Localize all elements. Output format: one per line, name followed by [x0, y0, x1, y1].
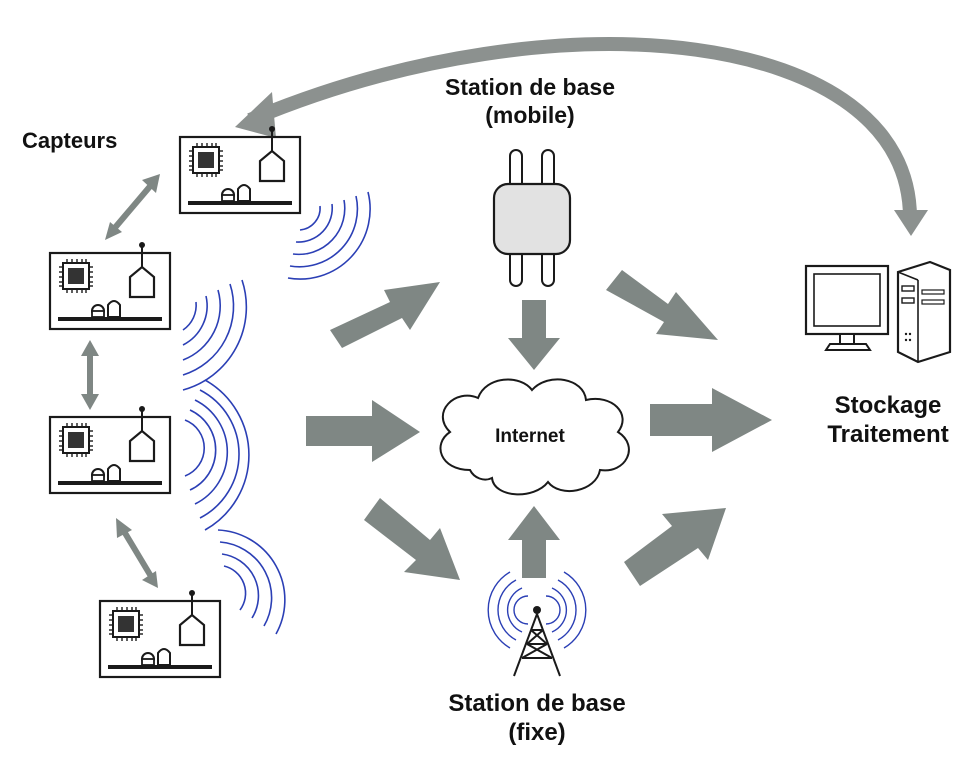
antenna-tower-icon	[487, 571, 587, 677]
storage-label-line2: Traitement	[827, 420, 949, 448]
sensor-board-icon	[48, 240, 172, 331]
internet-cloud-icon	[439, 378, 630, 496]
feedback-arrowhead-sensors	[235, 92, 276, 138]
mobile-station-label-line2: (mobile)	[485, 101, 575, 128]
arrow-sensors-to-fixed	[364, 498, 460, 580]
sensor-board-icon	[48, 404, 172, 495]
mobile-base-station-icon	[492, 149, 572, 287]
fixed-station-label-line1: Station de base	[448, 690, 626, 717]
arrow-sensors-to-mobile	[330, 282, 440, 348]
arrow-mobile-to-internet	[508, 300, 560, 370]
sensor-board-icon	[178, 124, 302, 215]
arrow-internet-to-storage	[650, 388, 772, 452]
radio-waves	[182, 191, 371, 635]
arrow-sensors-to-internet	[306, 400, 420, 462]
storage-label: Stockage Traitement	[808, 392, 968, 450]
sensor-board-icon	[98, 588, 222, 679]
feedback-arrowhead-computer	[894, 210, 928, 236]
feedback-arc	[247, 37, 917, 219]
desktop-computer-icon	[804, 260, 952, 364]
arrow-fixed-to-storage	[624, 508, 726, 586]
sensors-label: Capteurs	[22, 128, 118, 153]
arrow-mobile-to-storage	[606, 270, 718, 340]
data-flow-arrows	[306, 270, 772, 586]
internet-label: Internet	[495, 426, 565, 447]
arrow-fixed-to-internet	[508, 506, 560, 578]
fixed-station-label-line2: (fixe)	[508, 718, 566, 746]
mobile-station-label-line1: Station de base	[445, 74, 615, 100]
mobile-station-label: Station de base (mobile)	[410, 74, 650, 129]
sensor-link-arrows	[81, 174, 160, 588]
fixed-station-label: Station de base (fixe)	[412, 690, 662, 748]
storage-label-line1: Stockage	[834, 392, 942, 419]
